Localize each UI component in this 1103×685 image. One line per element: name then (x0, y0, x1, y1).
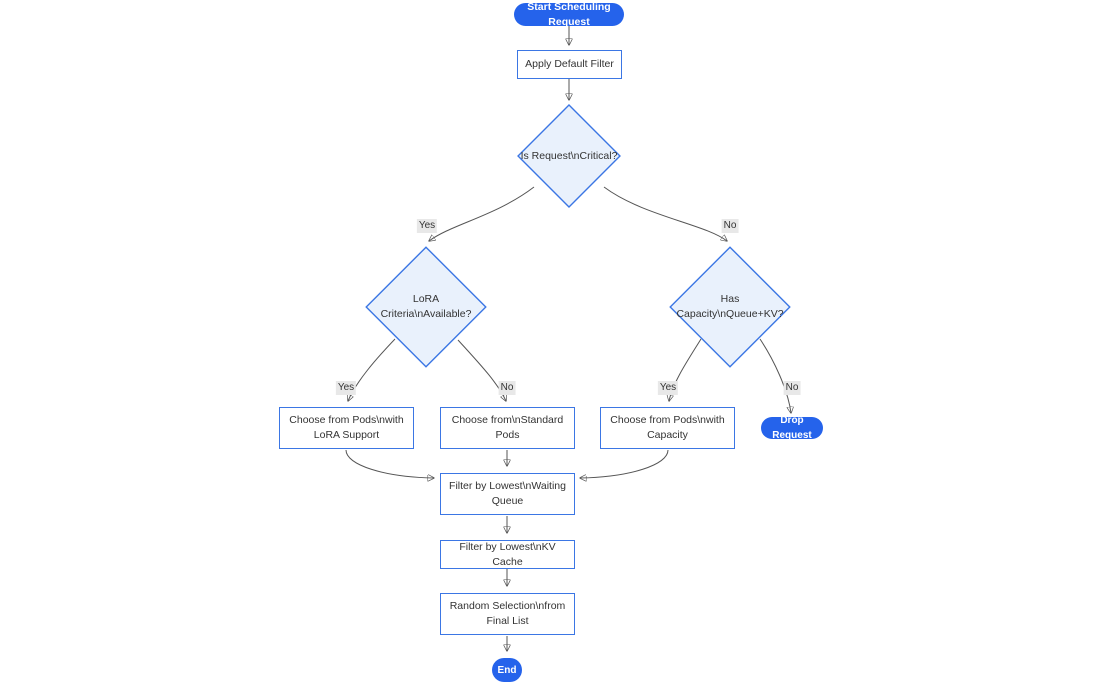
node-is-request-critical: Is Request\nCritical? (517, 104, 621, 208)
edge-label-critical-yes: Yes (416, 219, 438, 233)
node-apply-default-filter: Apply Default Filter (517, 50, 622, 79)
node-label: LoRA Criteria\nAvailable? (380, 293, 472, 320)
node-label: End (497, 664, 517, 676)
node-label: Is Request\nCritical? (520, 149, 618, 162)
diamond-shape (517, 104, 621, 208)
edge-choosecapacity-to-filterqueue (580, 449, 669, 478)
node-drop-request: Drop Request (761, 415, 823, 441)
node-choose-standard-pods: Choose from\nStandard Pods (440, 407, 575, 449)
node-label: Choose from Pods\nwith LoRA Support (289, 414, 404, 441)
node-label: Drop Request (772, 415, 812, 441)
node-label: Start Scheduling Request (527, 0, 611, 28)
edge-label-lora-no: No (498, 381, 516, 395)
node-label: Choose from Pods\nwith Capacity (610, 414, 725, 441)
node-label: Filter by Lowest\nWaiting Queue (449, 480, 566, 507)
node-start-scheduling-request: Start Scheduling Request (514, 1, 624, 28)
node-label: Choose from\nStandard Pods (451, 414, 564, 441)
edge-label-capacity-no: No (783, 381, 801, 395)
node-choose-pods-capacity: Choose from Pods\nwith Capacity (600, 407, 735, 449)
node-lora-criteria-available: LoRA Criteria\nAvailable? (365, 246, 487, 368)
node-label: Has Capacity\nQueue+KV? (676, 293, 784, 320)
node-label: Filter by Lowest\nKV Cache (459, 540, 556, 568)
node-filter-lowest-kv-cache: Filter by Lowest\nKV Cache (440, 540, 575, 569)
edge-label-critical-no: No (721, 219, 739, 233)
node-has-capacity-queue-kv: Has Capacity\nQueue+KV? (669, 246, 791, 368)
edge-chooselora-to-filterqueue (345, 449, 434, 478)
edge-critical-no (603, 186, 727, 241)
node-random-selection-final-list: Random Selection\nfrom Final List (440, 593, 575, 635)
edge-label-lora-yes: Yes (335, 381, 357, 395)
node-filter-lowest-waiting-queue: Filter by Lowest\nWaiting Queue (440, 473, 575, 515)
node-label: Random Selection\nfrom Final List (449, 600, 566, 627)
diamond-shape (669, 246, 791, 368)
node-end: End (492, 658, 522, 682)
node-choose-pods-lora-support: Choose from Pods\nwith LoRA Support (279, 407, 414, 449)
edge-label-capacity-yes: Yes (657, 381, 679, 395)
diamond-shape (365, 246, 487, 368)
node-label: Apply Default Filter (525, 58, 614, 70)
